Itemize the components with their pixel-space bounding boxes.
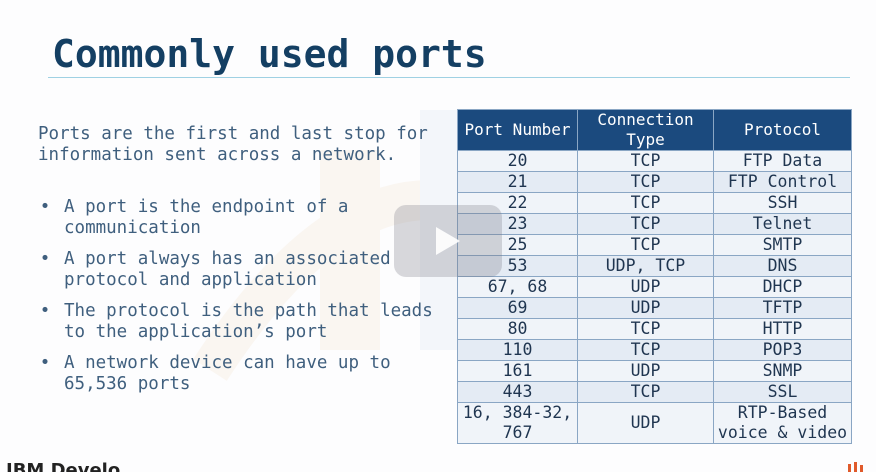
type-cell: TCP [577,339,714,361]
footer-logo-text: IBM Develo [6,460,121,472]
type-cell: TCP [577,381,714,403]
type-cell: TCP [577,318,714,340]
type-cell: UDP [577,402,714,444]
protocol-cell: DNS [713,255,852,277]
port-cell: 25 [457,234,578,256]
port-cell: 16, 384-32, 767 [457,402,578,444]
title-divider [48,77,850,78]
protocol-cell: HTTP [713,318,852,340]
port-cell: 110 [457,339,578,361]
bullet-text: A network device can have up to 65,536 p… [64,353,391,394]
bullet-dot-icon: • [39,353,51,373]
protocol-cell: SSL [713,381,852,403]
protocol-cell: RTP-Based voice & video [713,402,852,444]
protocol-cell: TFTP [713,297,852,319]
table-header-row: Port Number Connection Type Protocol [457,109,852,151]
protocol-cell: POP3 [713,339,852,361]
header-protocol: Protocol [713,109,852,151]
type-cell: UDP [577,276,714,298]
play-icon [436,227,460,255]
protocol-cell: SMTP [713,234,852,256]
protocol-cell: SSH [713,192,852,214]
protocol-cell: SNMP [713,360,852,382]
bullet-text: The protocol is the path that leads to t… [64,301,433,342]
port-cell: 21 [457,171,578,193]
bullet-dot-icon: • [39,301,51,321]
type-cell: TCP [577,234,714,256]
bullet-item: • A port always has an associated protoco… [38,249,438,291]
protocol-cell: DHCP [713,276,852,298]
bullet-list: • A port is the endpoint of a communicati… [38,197,438,405]
type-cell: TCP [577,192,714,214]
corner-logo-icon [848,462,863,472]
protocol-cell: FTP Control [713,171,852,193]
type-cell: UDP [577,297,714,319]
protocol-cell: Telnet [713,213,852,235]
port-cell: 161 [457,360,578,382]
intro-text: Ports are the first and last stop for in… [38,124,428,165]
bullet-text: A port is the endpoint of a communicatio… [64,197,349,238]
protocol-cell: FTP Data [713,150,852,172]
type-cell: TCP [577,213,714,235]
port-cell: 20 [457,150,578,172]
port-cell: 80 [457,318,578,340]
bullet-item: • A port is the endpoint of a communicati… [38,197,438,239]
type-cell: UDP, TCP [577,255,714,277]
port-cell: 67, 68 [457,276,578,298]
video-play-button[interactable] [394,205,502,277]
port-cell: 23 [457,213,578,235]
port-cell: 53 [457,255,578,277]
bullet-item: • A network device can have up to 65,536 … [38,353,438,395]
type-cell: UDP [577,360,714,382]
page-title: Commonly used ports [52,32,487,76]
header-port-number: Port Number [457,109,578,151]
type-cell: TCP [577,171,714,193]
port-cell: 443 [457,381,578,403]
type-cell: TCP [577,150,714,172]
bullet-text: A port always has an associated protocol… [64,249,391,290]
port-cell: 69 [457,297,578,319]
header-connection-type: Connection Type [577,109,714,151]
bullet-item: • The protocol is the path that leads to … [38,301,438,343]
bullet-dot-icon: • [39,197,51,217]
bullet-dot-icon: • [39,249,51,269]
